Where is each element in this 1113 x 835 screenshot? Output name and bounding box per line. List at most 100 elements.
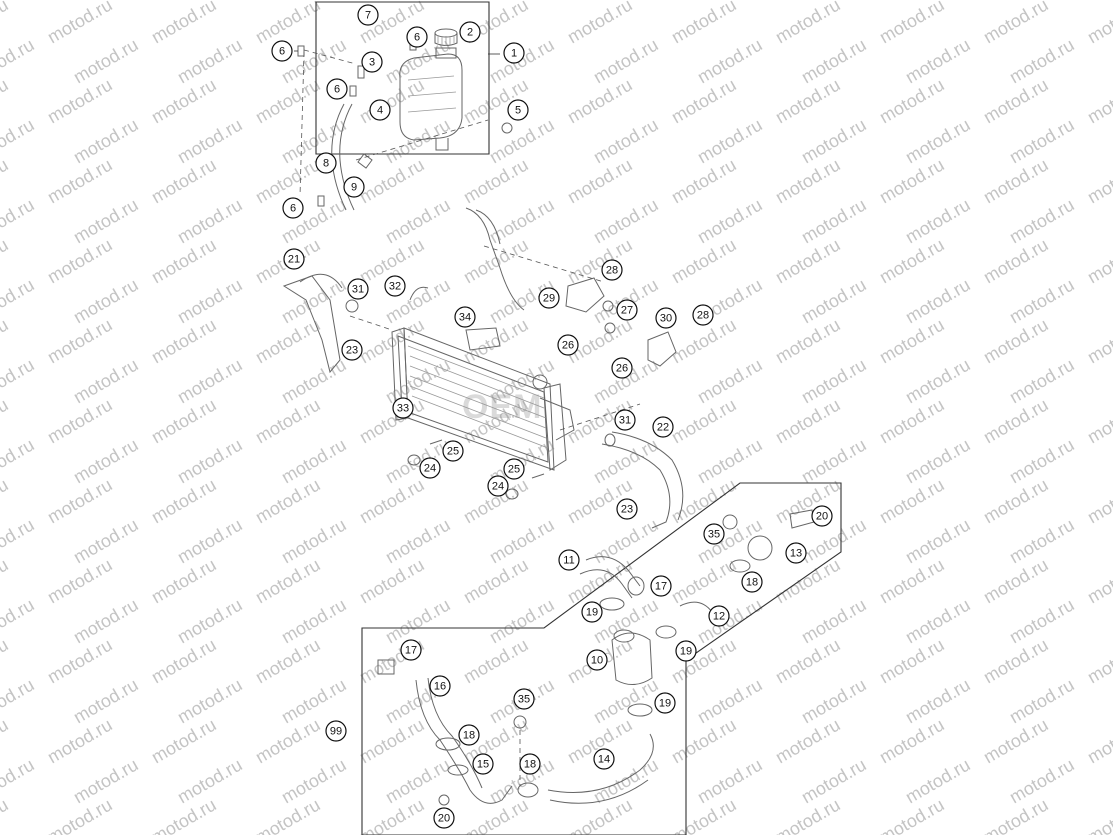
callout-31[interactable]: 31 bbox=[347, 278, 369, 300]
callout-30[interactable]: 30 bbox=[655, 307, 677, 329]
callout-18[interactable]: 18 bbox=[741, 571, 763, 593]
callout-label: 19 bbox=[680, 646, 692, 658]
callout-circle bbox=[593, 748, 615, 770]
callout-25[interactable]: 25 bbox=[503, 458, 525, 480]
callout-7[interactable]: 7 bbox=[357, 4, 379, 26]
callout-circle bbox=[654, 692, 676, 714]
callout-circle bbox=[616, 498, 638, 520]
callout-circle bbox=[282, 197, 304, 219]
callout-label: 15 bbox=[477, 759, 489, 771]
callout-label: 26 bbox=[562, 340, 574, 352]
callout-label: 11 bbox=[563, 555, 574, 567]
callout-17[interactable]: 17 bbox=[650, 575, 672, 597]
callout-28[interactable]: 28 bbox=[601, 259, 623, 281]
callout-label: 18 bbox=[524, 759, 536, 771]
callout-label: 35 bbox=[518, 694, 530, 706]
callout-13[interactable]: 13 bbox=[785, 542, 807, 564]
callout-circle bbox=[369, 99, 391, 121]
callout-29[interactable]: 29 bbox=[538, 287, 560, 309]
callout-label: 22 bbox=[657, 422, 669, 434]
callout-14[interactable]: 14 bbox=[593, 748, 615, 770]
callout-10[interactable]: 10 bbox=[586, 649, 608, 671]
callout-1[interactable]: 1 bbox=[503, 42, 525, 64]
callout-31[interactable]: 31 bbox=[614, 409, 636, 431]
callout-20[interactable]: 20 bbox=[811, 505, 833, 527]
callout-12[interactable]: 12 bbox=[708, 605, 730, 627]
callout-23[interactable]: 23 bbox=[616, 498, 638, 520]
callout-label: 2 bbox=[467, 27, 473, 39]
callout-19[interactable]: 19 bbox=[581, 601, 603, 623]
callout-15[interactable]: 15 bbox=[472, 753, 494, 775]
callout-28[interactable]: 28 bbox=[692, 304, 714, 326]
callout-circle bbox=[538, 287, 560, 309]
callout-18[interactable]: 18 bbox=[519, 753, 541, 775]
callout-24[interactable]: 24 bbox=[487, 475, 509, 497]
callout-label: 31 bbox=[619, 415, 631, 427]
callout-circle bbox=[507, 99, 529, 121]
callout-18[interactable]: 18 bbox=[458, 724, 480, 746]
expansion-tank-group-frame bbox=[315, 1, 490, 155]
callout-label: 99 bbox=[330, 726, 342, 738]
callout-19[interactable]: 19 bbox=[675, 640, 697, 662]
callout-label: 6 bbox=[334, 84, 340, 96]
radiator bbox=[391, 327, 567, 471]
callout-6[interactable]: 6 bbox=[271, 40, 293, 62]
callout-label: 10 bbox=[591, 655, 603, 667]
callout-circle bbox=[472, 753, 494, 775]
callout-8[interactable]: 8 bbox=[315, 152, 337, 174]
callout-27[interactable]: 27 bbox=[616, 299, 638, 321]
callout-99[interactable]: 99 bbox=[325, 720, 347, 742]
callout-35[interactable]: 35 bbox=[513, 688, 535, 710]
callout-32[interactable]: 32 bbox=[384, 275, 406, 297]
callout-label: 20 bbox=[438, 813, 450, 825]
callout-17[interactable]: 17 bbox=[400, 639, 422, 661]
callout-16[interactable]: 16 bbox=[429, 675, 451, 697]
callout-label: 29 bbox=[543, 293, 555, 305]
callout-26[interactable]: 26 bbox=[557, 334, 579, 356]
callout-label: 28 bbox=[697, 310, 709, 322]
callout-label: 7 bbox=[365, 10, 371, 22]
callout-6[interactable]: 6 bbox=[282, 197, 304, 219]
callout-34[interactable]: 34 bbox=[454, 306, 476, 328]
callout-35[interactable]: 35 bbox=[703, 523, 725, 545]
callout-33[interactable]: 33 bbox=[392, 397, 414, 419]
callout-circle bbox=[442, 440, 464, 462]
callout-circle bbox=[326, 78, 348, 100]
callout-24[interactable]: 24 bbox=[419, 457, 441, 479]
callout-circle bbox=[283, 248, 305, 270]
callout-25[interactable]: 25 bbox=[442, 440, 464, 462]
callout-6[interactable]: 6 bbox=[326, 78, 348, 100]
callout-label: 20 bbox=[816, 511, 828, 523]
callout-circle bbox=[503, 42, 525, 64]
callout-23[interactable]: 23 bbox=[341, 339, 363, 361]
callout-21[interactable]: 21 bbox=[283, 248, 305, 270]
callout-circle bbox=[586, 649, 608, 671]
callout-label: 27 bbox=[621, 305, 633, 317]
callout-label: 6 bbox=[290, 203, 296, 215]
callout-label: 25 bbox=[508, 464, 520, 476]
callout-label: 5 bbox=[515, 105, 521, 117]
callout-label: 14 bbox=[598, 754, 610, 766]
callout-4[interactable]: 4 bbox=[369, 99, 391, 121]
callout-2[interactable]: 2 bbox=[459, 21, 481, 43]
callout-9[interactable]: 9 bbox=[343, 176, 365, 198]
callout-6[interactable]: 6 bbox=[406, 26, 428, 48]
callout-circle bbox=[341, 339, 363, 361]
hose-kit-group-frame bbox=[361, 482, 842, 835]
callout-circle bbox=[458, 724, 480, 746]
callout-label: 18 bbox=[746, 577, 758, 589]
callout-19[interactable]: 19 bbox=[654, 692, 676, 714]
callout-5[interactable]: 5 bbox=[507, 99, 529, 121]
callout-circle bbox=[614, 409, 636, 431]
hose-kit-parts bbox=[377, 509, 815, 806]
callout-11[interactable]: 11 bbox=[558, 549, 580, 571]
callout-22[interactable]: 22 bbox=[652, 416, 674, 438]
callout-3[interactable]: 3 bbox=[361, 51, 383, 73]
callout-label: 21 bbox=[288, 254, 300, 266]
callout-20[interactable]: 20 bbox=[433, 807, 455, 829]
callout-circle bbox=[652, 416, 674, 438]
callout-26[interactable]: 26 bbox=[611, 357, 633, 379]
callout-circle bbox=[343, 176, 365, 198]
callout-circle bbox=[708, 605, 730, 627]
